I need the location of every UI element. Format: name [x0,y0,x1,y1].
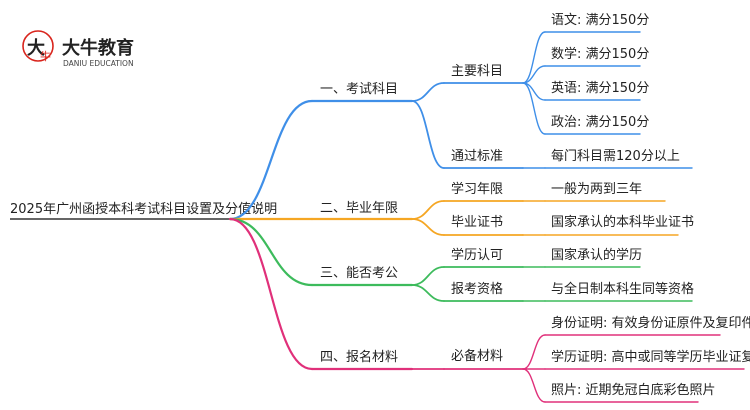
branch-exam-subjects: 一、考试科目 主要科目 语文: 满分150分 数学: 满分150分 英语: 满分… [320,13,680,164]
sub-topic-exam-eligibility: 报考资格 [451,281,503,297]
branch-label: 四、报名材料 [320,349,398,365]
leaf-degree-recognition: 国家承认的学历 [551,247,642,263]
branch-application-materials: 四、报名材料 必备材料 身份证明: 有效身份证原件及复印件 学历证明: 高中或同… [320,315,750,398]
logo-brand-english: DANIU EDUCATION [63,59,134,68]
root-to-branch-connector [228,217,314,287]
logo-brand-name: 大牛教育 [62,37,134,59]
root-to-branch-connector [228,99,314,221]
branch-to-subtopic-connector [411,266,445,286]
branch-to-subtopic-connector [411,100,445,169]
subtopic-to-leaf-connector [522,31,546,84]
sub-topic-degree-recognition: 学历认可 [451,247,503,263]
leaf-education-proof: 学历证明: 高中或同等学历毕业证复印件 [551,349,750,365]
logo-glyph-main: 大 [27,37,45,59]
sub-topic-study-length: 学习年限 [451,181,503,197]
branch-graduation-years: 二、毕业年限 学习年限 一般为两到三年 毕业证书 国家承认的本科毕业证书 [320,181,694,230]
brand-logo: 大 牛 大牛教育 DANIU EDUCATION [22,30,134,68]
leaf-diploma: 国家承认的本科毕业证书 [551,214,694,230]
branch-label: 二、毕业年限 [320,201,398,216]
sub-topic-diploma: 毕业证书 [451,215,503,230]
leaf-id-proof: 身份证明: 有效身份证原件及复印件 [551,315,750,331]
branch-to-subtopic-connector [411,218,445,236]
sub-topic-required-materials: 必备材料 [451,348,503,364]
branch-to-subtopic-connector [411,82,445,102]
logo-ring-icon [22,30,54,62]
logo-glyph-sub: 牛 [40,49,51,63]
leaf-politics: 政治: 满分150分 [551,115,649,130]
sub-topic-pass-standard: 通过标准 [451,149,503,164]
branch-label: 三、能否考公 [320,266,398,281]
subtopic-to-leaf-connector [522,368,546,403]
root-topic: 2025年广州函授本科考试科目设置及分值说明 [10,201,277,217]
subtopic-to-leaf-connector [522,82,546,135]
leaf-exam-eligibility: 与全日制本科生同等资格 [551,281,694,297]
subtopic-to-leaf-connector [522,65,546,84]
branch-civil-service: 三、能否考公 学历认可 国家承认的学历 报考资格 与全日制本科生同等资格 [320,247,694,297]
subtopic-to-leaf-connector [522,334,546,370]
branch-to-subtopic-connector [411,284,445,302]
sub-topic-main-subjects: 主要科目 [451,64,503,79]
leaf-pass-score: 每门科目需120分以上 [551,148,680,164]
leaf-study-length: 一般为两到三年 [551,181,642,197]
branch-to-subtopic-connector [411,200,445,220]
root-to-branch-connector [228,217,314,371]
leaf-chinese: 语文: 满分150分 [551,13,649,28]
leaf-math: 数学: 满分150分 [551,46,649,62]
leaf-photo: 照片: 近期免冠白底彩色照片 [551,382,716,398]
branch-label: 一、考试科目 [320,82,398,97]
leaf-english: 英语: 满分150分 [551,81,649,96]
